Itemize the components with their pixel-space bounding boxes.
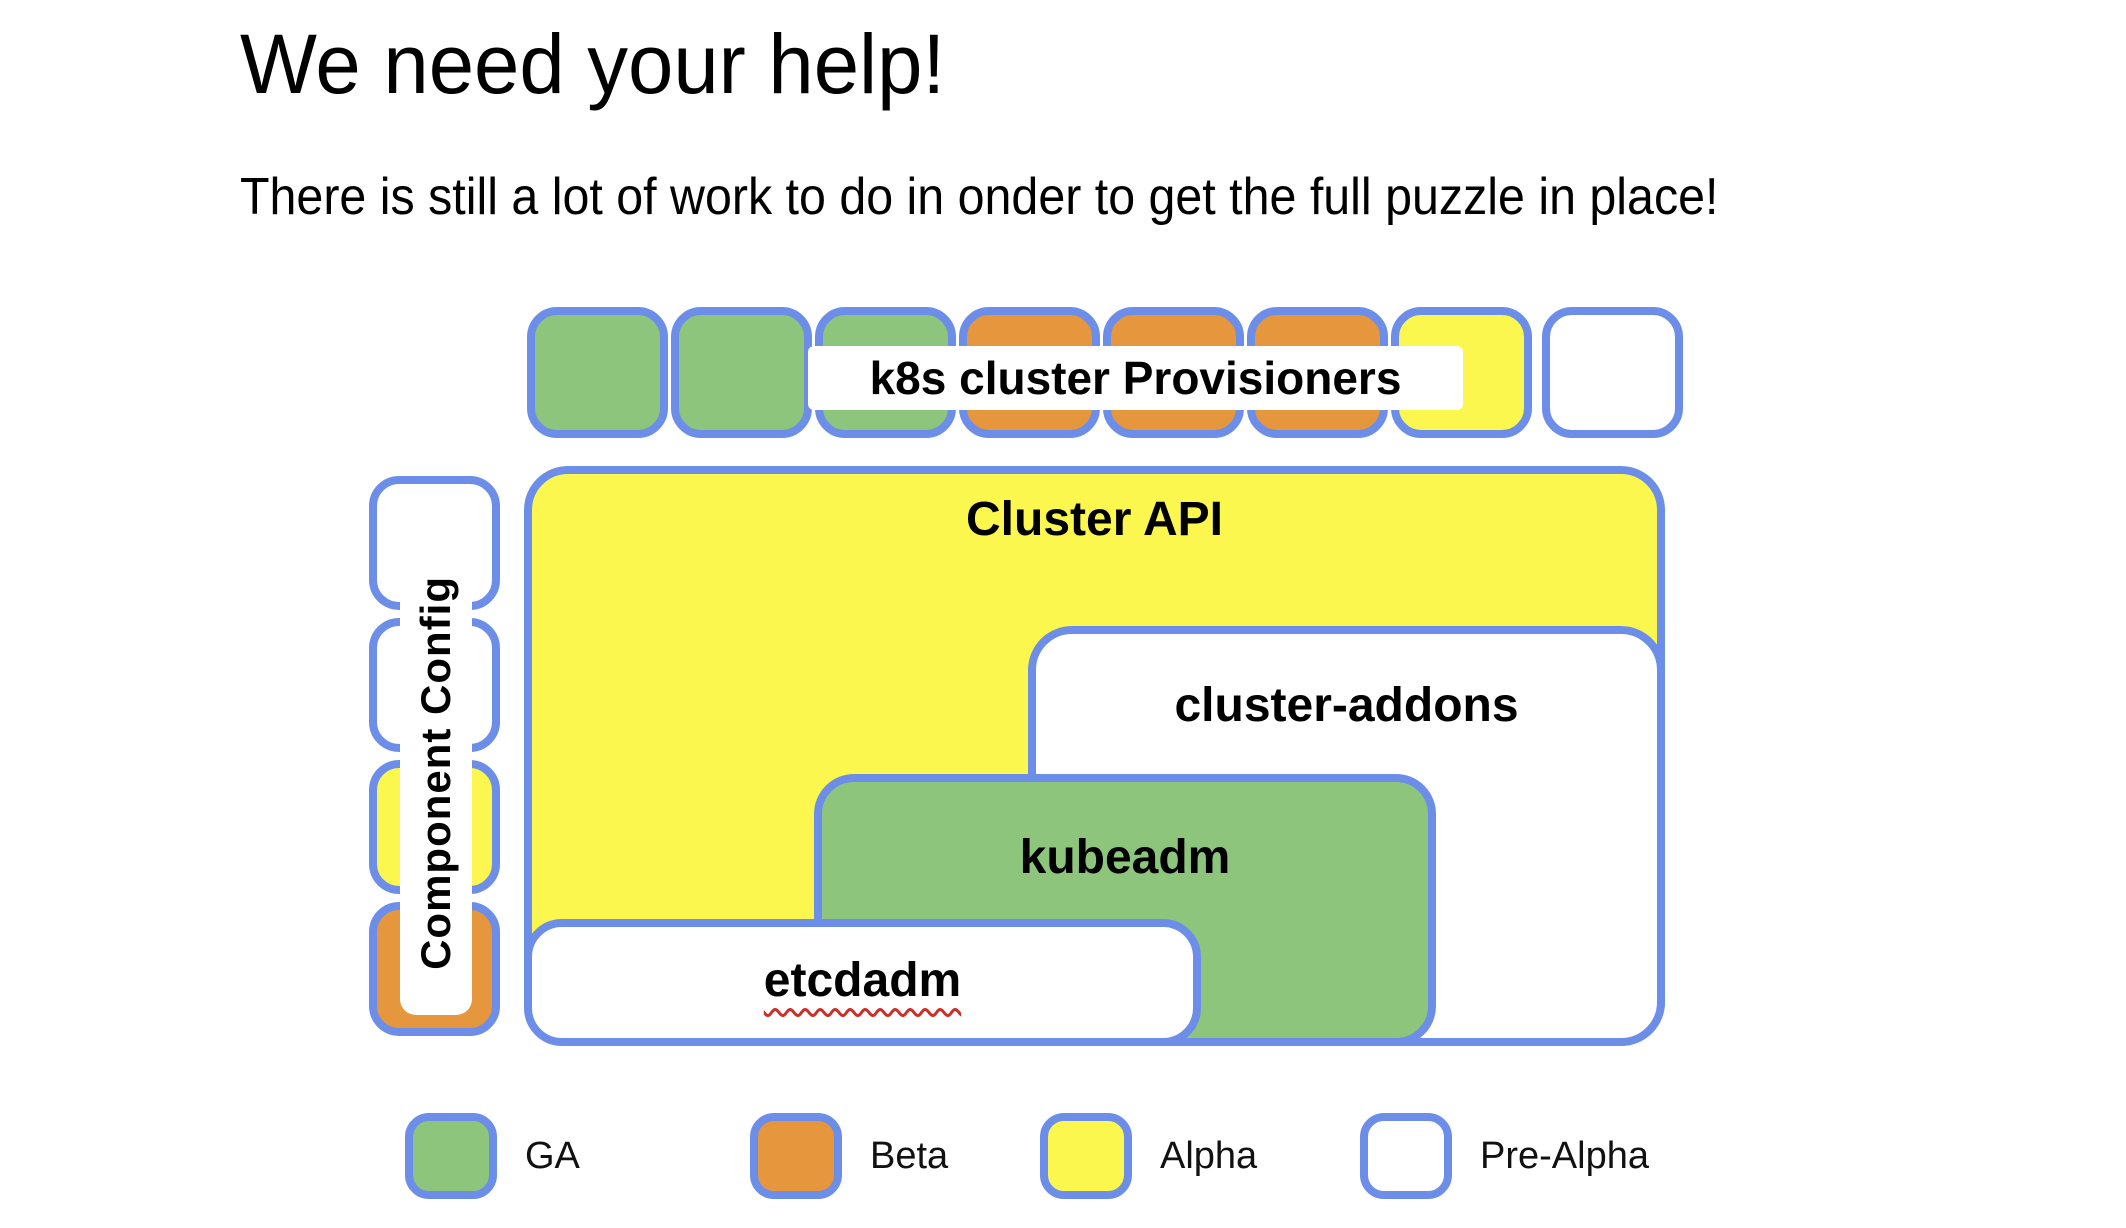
kubeadm-label: kubeadm <box>1019 831 1231 884</box>
puzzle-tile-ga-0 <box>527 307 668 438</box>
legend-swatch-beta <box>750 1113 842 1199</box>
slide-subtitle: There is still a lot of work to do in on… <box>240 168 1719 226</box>
legend-label-pre_alpha: Pre-Alpha <box>1480 1134 1649 1177</box>
etcdadm-label-text: etcdadm <box>763 954 962 1007</box>
provisioners-label-box: k8s cluster Provisioners <box>808 346 1463 410</box>
puzzle-tile-pre_alpha-7 <box>1542 307 1683 438</box>
legend-item-pre_alpha: Pre-Alpha <box>1360 1112 1649 1200</box>
legend-item-alpha: Alpha <box>1040 1112 1257 1200</box>
legend-item-beta: Beta <box>750 1112 948 1200</box>
component-config-label-box: Component Config <box>400 531 472 1015</box>
legend-swatch-alpha <box>1040 1113 1132 1199</box>
legend-swatch-pre_alpha <box>1360 1113 1452 1199</box>
etcdadm-box: etcdadm <box>524 919 1201 1046</box>
status-legend: GA Beta Alpha Pre-Alpha <box>0 1112 2126 1212</box>
slide-title: We need your help! <box>240 17 946 111</box>
legend-label-ga: GA <box>525 1134 580 1177</box>
legend-item-ga: GA <box>405 1112 580 1200</box>
legend-label-alpha: Alpha <box>1160 1134 1258 1177</box>
puzzle-tile-ga-1 <box>671 307 812 438</box>
etcdadm-label: etcdadm <box>532 953 1193 1008</box>
component-config-label: Component Config <box>412 576 459 970</box>
legend-label-beta: Beta <box>870 1134 949 1177</box>
cluster-addons-label: cluster-addons <box>1174 679 1519 732</box>
cluster-api-label: Cluster API <box>966 493 1223 546</box>
legend-swatch-ga <box>405 1113 497 1199</box>
provisioners-label: k8s cluster Provisioners <box>869 352 1402 404</box>
